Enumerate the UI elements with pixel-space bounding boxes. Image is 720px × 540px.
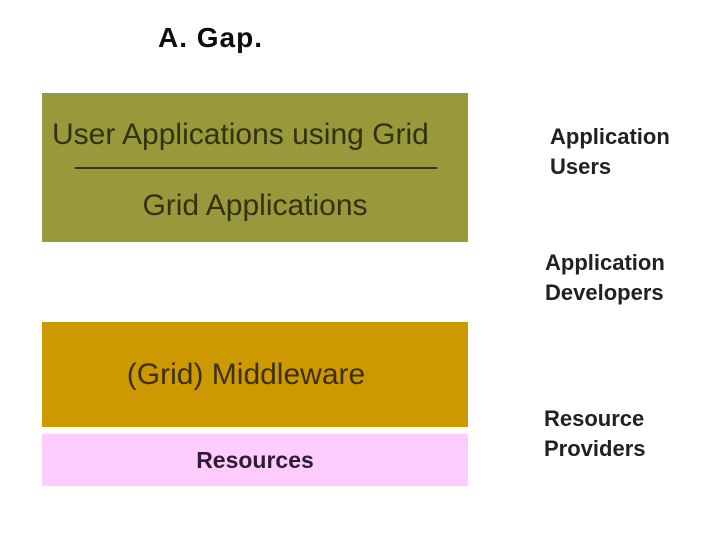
applications-layer-box: User Applications using Grid Grid Applic… (42, 93, 468, 242)
resource-providers-label: Resource Providers (544, 406, 646, 461)
middleware-layer-box: (Grid) Middleware (42, 322, 468, 427)
resources-layer-box: Resources (42, 434, 468, 486)
middleware-label: (Grid) Middleware (126, 357, 366, 391)
page-title: A. Gap. (158, 22, 264, 53)
application-developers-label: Application Developers (545, 250, 665, 305)
grid-applications-label: Grid Applications (142, 189, 368, 222)
divider-line (75, 167, 437, 169)
resources-label: Resources (196, 446, 314, 473)
user-applications-label: User Applications using Grid (52, 118, 429, 151)
application-users-label: Application Users (550, 124, 670, 179)
